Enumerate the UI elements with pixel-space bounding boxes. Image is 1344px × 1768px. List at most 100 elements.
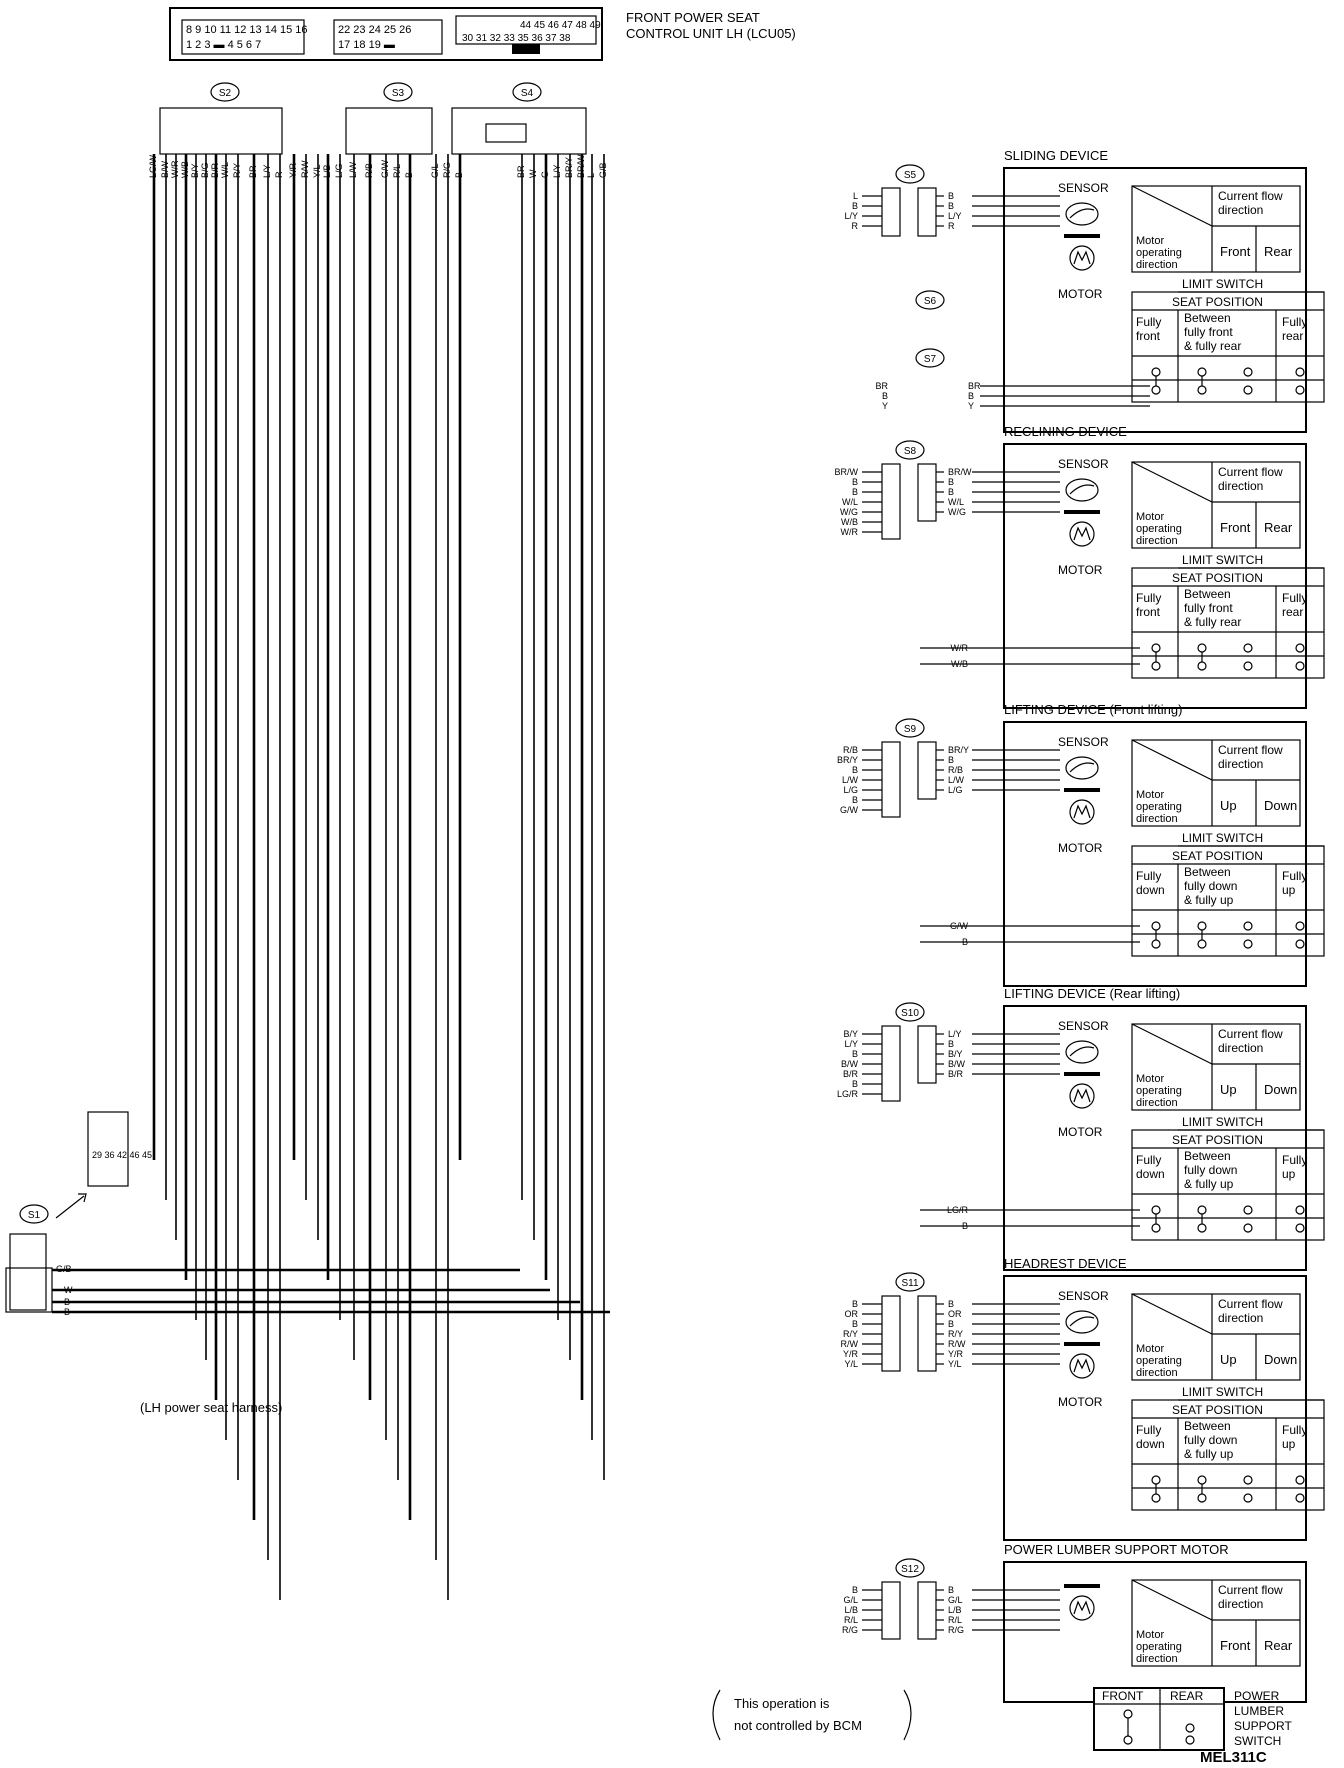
switch-contact [1295, 1493, 1305, 1503]
motor-operating-2: operating [1136, 801, 1182, 813]
wire-label-left: B [852, 1299, 858, 1309]
position-1a: Fully [1136, 1153, 1161, 1167]
current-flow-label: Current flow [1218, 1583, 1283, 1597]
direction-1: Front [1220, 1638, 1251, 1653]
wire-label-left: B/Y [843, 1029, 858, 1039]
direction-1: Front [1220, 520, 1251, 535]
svg-text:S2: S2 [219, 88, 232, 99]
s2-wire-label: R/L [392, 164, 402, 178]
s1-wire-w: W [64, 1285, 73, 1295]
wire-label-left: L [853, 191, 858, 201]
motor-label: MOTOR [1058, 1125, 1103, 1139]
s1-pins: 29 36 42 46 45 [92, 1150, 152, 1160]
wire-label-right: BR/W [948, 467, 972, 477]
wire-label-left: R/G [842, 1625, 858, 1635]
connector-id: S6 [924, 296, 937, 307]
wire-label-left: G/L [843, 1595, 858, 1605]
device-title: LIFTING DEVICE (Rear lifting) [1004, 986, 1180, 1001]
motor-icon [1069, 245, 1095, 271]
position-3b: rear [1282, 329, 1303, 343]
switch-contact [1243, 1493, 1253, 1503]
motor-operating-3: direction [1136, 1653, 1178, 1665]
seat-position-label: SEAT POSITION [1172, 295, 1263, 309]
direction-2: Rear [1264, 244, 1293, 259]
s2-wire-labels: LG/WB/WW/RW/BB/YB/GB/RW/LR/YBRL/YRY/RR/W… [148, 154, 414, 178]
position-2c: & fully rear [1184, 615, 1241, 629]
current-flow-label: Current flow [1218, 465, 1283, 479]
wire-label-left: B [852, 487, 858, 497]
wire-label-right: B [948, 477, 954, 487]
switch-contact [1243, 643, 1253, 653]
unit-title-line2: CONTROL UNIT LH (LCU05) [626, 26, 796, 41]
wire-label-left: W/L [842, 497, 858, 507]
pins-b-bot: 17 18 19 ▬ [338, 39, 395, 51]
wire-label-right: B [948, 201, 954, 211]
wire-label-left: B [852, 795, 858, 805]
direction-label: direction [1218, 1311, 1263, 1325]
wire-label-left: W/G [840, 507, 858, 517]
connector-block-left [881, 187, 901, 237]
position-1b: down [1136, 883, 1165, 897]
pins-a-top: 8 9 10 11 12 13 14 15 16 [186, 24, 308, 36]
position-1a: Fully [1136, 1423, 1161, 1437]
switch-contact [1243, 385, 1253, 395]
connector-s4: S4 [451, 82, 587, 155]
device-rear_lifting: LIFTING DEVICE (Rear lifting)SENSORMOTOR… [837, 986, 1325, 1271]
connector-id: S9 [904, 724, 917, 735]
connector-block-right [917, 1025, 937, 1084]
wire-label-right: L/B [948, 1605, 962, 1615]
wire-label-left: L/G [843, 785, 858, 795]
current-flow-label: Current flow [1218, 743, 1283, 757]
current-flow-table [1131, 461, 1301, 549]
connector-block-right [917, 187, 937, 237]
switch-contact [1295, 367, 1305, 377]
direction-1: Up [1220, 1352, 1237, 1367]
position-3a: Fully [1282, 869, 1307, 883]
connector-block-right [917, 1581, 937, 1640]
wire-label-right: R/L [948, 1615, 962, 1625]
wire-label-left: B [852, 1079, 858, 1089]
connector-id: S7 [924, 354, 937, 365]
current-flow-table [1131, 1579, 1301, 1667]
wire-label-left: W/B [841, 517, 858, 527]
connector-id: S12 [901, 1564, 919, 1575]
pins-a-bot: 1 2 3 ▬ 4 5 6 7 [186, 39, 261, 51]
s2-wire-label: L/W [348, 161, 358, 178]
wire-label-left: R/B [843, 745, 858, 755]
direction-2: Down [1264, 1082, 1297, 1097]
s4-wire-label: W [528, 169, 538, 178]
current-flow-label: Current flow [1218, 1297, 1283, 1311]
position-3a: Fully [1282, 591, 1307, 605]
switch-contact [1243, 1223, 1253, 1233]
position-2a: Between [1184, 311, 1231, 325]
wire-label-right: R/G [948, 1625, 964, 1635]
position-2a: Between [1184, 587, 1231, 601]
motor-operating-1: Motor [1136, 789, 1164, 801]
motor-icon [1069, 521, 1095, 547]
wire-label-left: B [852, 477, 858, 487]
connector-bubble [895, 1272, 925, 1292]
connector-block-left [881, 463, 901, 540]
s4-wire-label: R/G [442, 162, 452, 178]
pins-b-top: 22 23 24 25 26 [338, 24, 411, 36]
wire-label-left: L/Y [844, 211, 858, 221]
wire-label-left: R [852, 221, 859, 231]
wire-label-left: B [852, 1585, 858, 1595]
wire-label-left: L/W [842, 775, 859, 785]
pins-c-bot: 30 31 32 33 35 36 37 38 [462, 33, 571, 44]
wire-label-left: B [852, 201, 858, 211]
wire-label-right: B [948, 1585, 954, 1595]
position-2a: Between [1184, 1149, 1231, 1163]
switch-label-4: SWITCH [1234, 1734, 1281, 1748]
wire-label-left: R/L [844, 1615, 858, 1625]
switch-contact [1295, 1223, 1305, 1233]
position-2b: fully front [1184, 325, 1233, 339]
wire-label-right: B [948, 1319, 954, 1329]
device-title: LIFTING DEVICE (Front lifting) [1004, 702, 1182, 717]
motor-operating-2: operating [1136, 247, 1182, 259]
motor-operating-3: direction [1136, 535, 1178, 547]
device-title: HEADREST DEVICE [1004, 1256, 1127, 1271]
switch-contact [1295, 661, 1305, 671]
seat-position-label: SEAT POSITION [1172, 571, 1263, 585]
